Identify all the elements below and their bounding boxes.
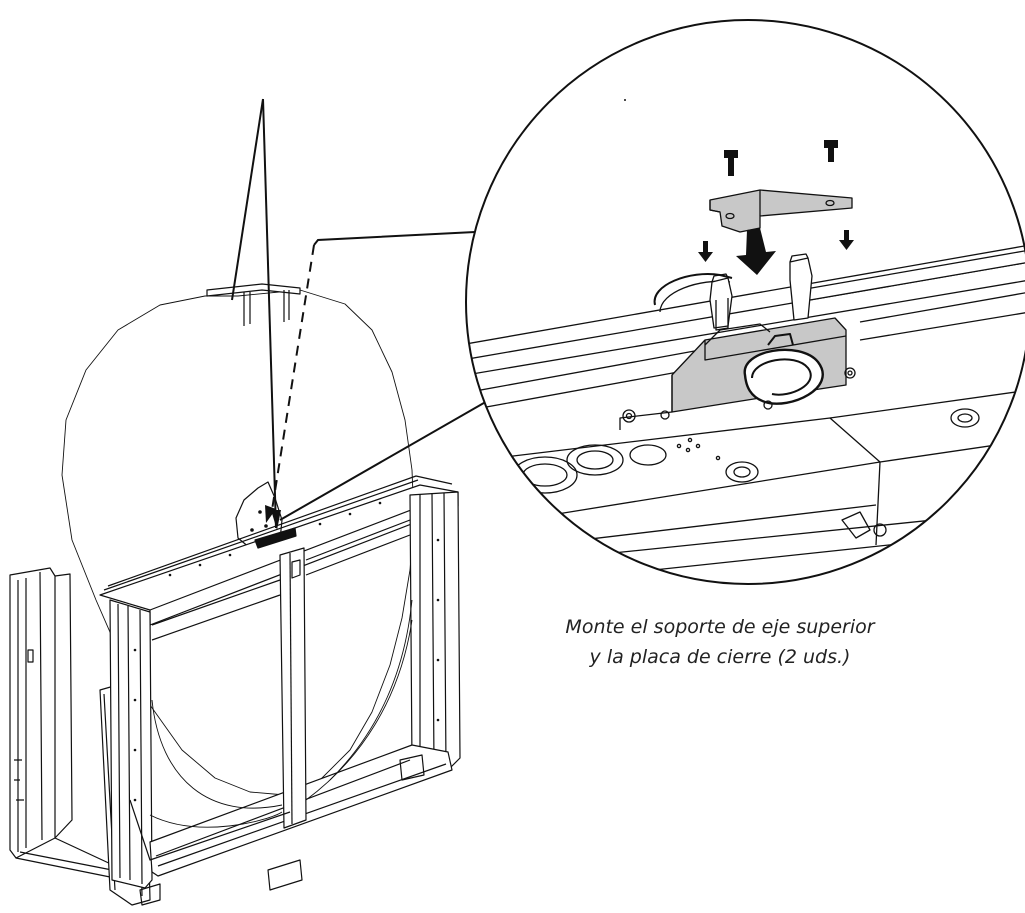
magnifier-leader-top bbox=[313, 231, 476, 246]
dashed-pointer bbox=[271, 244, 315, 511]
magnifier-leader-bottom bbox=[279, 391, 504, 521]
caption-line-1: Monte el soporte de eje superior bbox=[565, 616, 875, 638]
down-arrow-icon bbox=[698, 241, 713, 262]
bolt-icon bbox=[724, 150, 738, 176]
instruction-caption: Monte el soporte de eje superior y la pl… bbox=[520, 612, 920, 672]
pointer-line-left bbox=[231, 98, 264, 301]
magnifier-outline bbox=[465, 19, 1025, 585]
callout-lines bbox=[231, 98, 504, 530]
pointer-line-right bbox=[262, 98, 277, 529]
stud-right bbox=[789, 257, 813, 321]
left-frame-panel bbox=[9, 567, 73, 859]
down-arrow-icon bbox=[736, 228, 776, 275]
down-arrow-icon bbox=[839, 230, 854, 250]
caption-line-2: y la placa de cierre (2 uds.) bbox=[589, 646, 851, 668]
stud-left bbox=[709, 277, 733, 329]
bolt-icon bbox=[824, 140, 838, 162]
detail-magnifier bbox=[465, 19, 1025, 585]
hub-shaft bbox=[254, 527, 297, 549]
overview-drawing bbox=[9, 283, 461, 906]
top-bracket bbox=[206, 283, 301, 326]
cassette-frame bbox=[99, 475, 461, 906]
